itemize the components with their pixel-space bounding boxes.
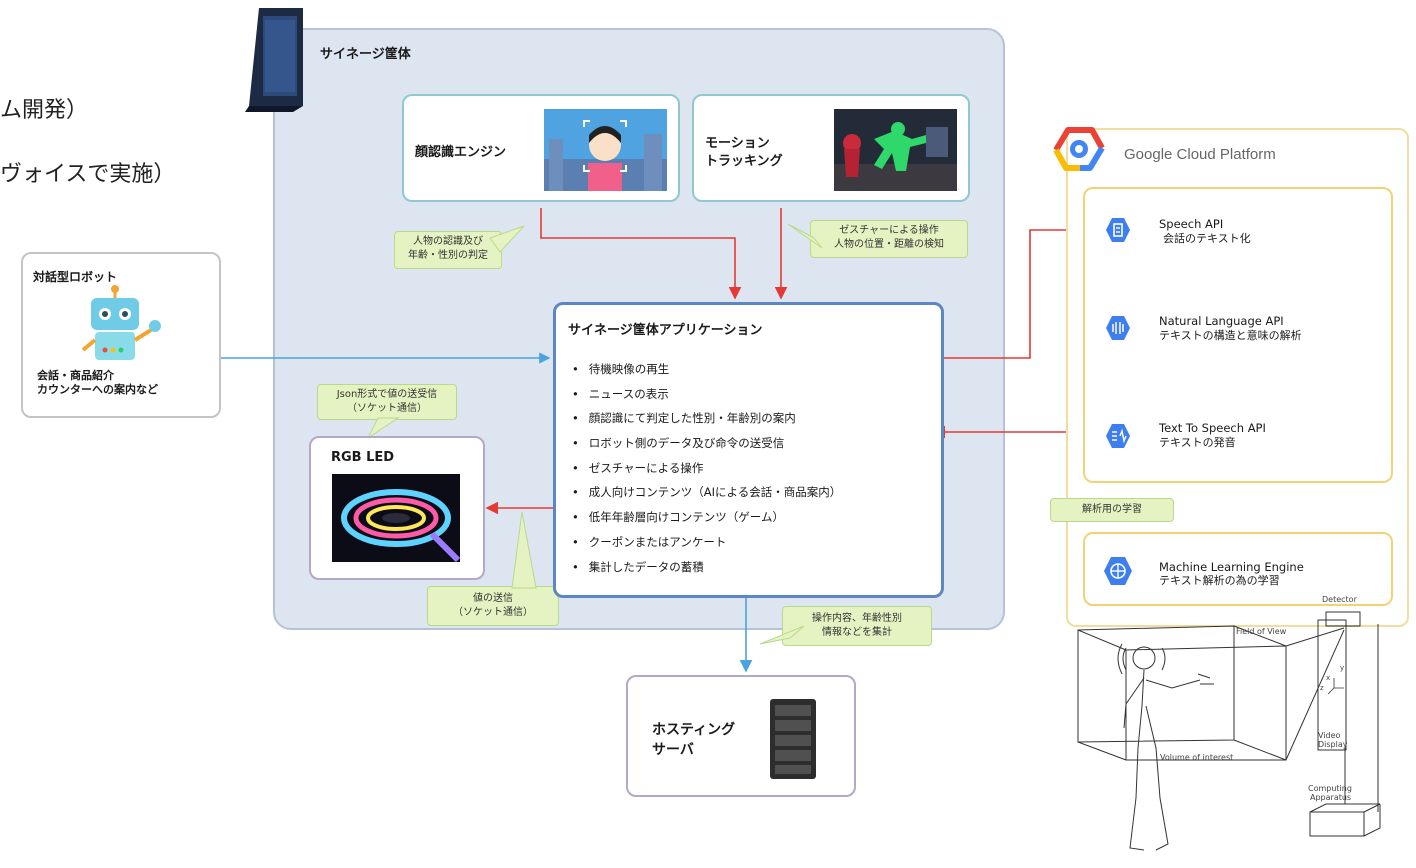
robot-desc-1: 会話・商品紹介 — [37, 369, 114, 382]
detector-label: Detector — [1322, 595, 1358, 604]
signage-app-box: サイネージ筐体アプリケーション 待機映像の再生 ニュースの表示 顔認識にて判定し… — [553, 302, 944, 598]
motion-tracking-box: モーション トラッキング — [692, 94, 970, 202]
natural-language-desc: テキストの構造と意味の解析 — [1159, 329, 1302, 342]
motion-tracking-label-1: モーション — [705, 136, 770, 151]
robot-box: 対話型ロボット 会話・商品紹介 カウンターへの案内など — [21, 252, 221, 418]
feature-item: 成人向けコンテンツ（AIによる会話・商品案内） — [572, 480, 841, 505]
ml-engine-group: Machine Learning Engine テキスト解析の為の学習 — [1083, 532, 1393, 606]
feature-item: ゼスチャーによる操作 — [572, 456, 841, 481]
axis-x-label: x — [1326, 674, 1330, 682]
feature-item: ニュースの表示 — [572, 382, 841, 407]
led-strip-image — [332, 474, 460, 562]
tts-api-name: Text To Speech API — [1159, 421, 1266, 435]
natural-language-icon — [1106, 316, 1130, 340]
signage-device-icon — [245, 8, 303, 112]
server-bubble-line-2: 情報などを集計 — [822, 627, 892, 638]
left-fragment-1: ム開発） — [0, 98, 89, 123]
gesture-bubble: ゼスチャーによる操作 人物の位置・距離の検知 — [810, 220, 968, 258]
axis-z-label: z — [1320, 684, 1324, 692]
field-of-view-label: Field of View — [1236, 627, 1287, 636]
face-bubble-line-2: 年齢・性別の判定 — [408, 250, 488, 261]
feature-item: 低年年齢層向けコンテンツ（ゲーム） — [572, 505, 841, 530]
feature-item: 待機映像の再生 — [572, 357, 841, 382]
led-bottom-bubble-line-2: （ソケット通信） — [453, 607, 533, 618]
server-bubble-line-1: 操作内容、年齢性別 — [812, 613, 902, 624]
learning-label: 解析用の学習 — [1050, 498, 1174, 522]
robot-desc-2: カウンターへの案内など — [37, 383, 158, 396]
led-top-bubble-line-1: Json形式で値の送受信 — [336, 389, 438, 400]
feature-item: 集計したデータの蓄積 — [572, 555, 841, 580]
led-top-bubble: Json形式で値の送受信 （ソケット通信） — [317, 384, 457, 420]
gesture-bubble-line-2: 人物の位置・距離の検知 — [834, 239, 944, 250]
ml-engine-desc: テキスト解析の為の学習 — [1159, 574, 1280, 587]
gcp-logo-icon — [1053, 127, 1105, 171]
server-bubble: 操作内容、年齢性別 情報などを集計 — [782, 606, 932, 646]
gcp-logo-text: Google Cloud Platform — [1124, 146, 1276, 163]
hosting-server-box: ホスティング サーバ — [626, 675, 856, 797]
server-rack-icon — [770, 699, 816, 779]
gcp-api-group: Speech API 会話のテキスト化 Natural Language API… — [1083, 187, 1393, 483]
app-title: サイネージ筐体アプリケーション — [568, 323, 763, 338]
natural-language-name: Natural Language API — [1159, 314, 1284, 328]
axis-y-label: y — [1340, 664, 1344, 672]
left-fragment-2: ヴォイスで実施） — [0, 162, 176, 187]
gesture-bubble-line-1: ゼスチャーによる操作 — [839, 225, 939, 236]
motion-tracking-label-2: トラッキング — [705, 154, 783, 169]
led-top-bubble-line-2: （ソケット通信） — [347, 403, 427, 414]
motion-capture-image — [834, 109, 957, 191]
face-camera-image — [544, 109, 667, 191]
server-title-1: ホスティング — [652, 722, 736, 738]
robot-icon — [81, 285, 161, 360]
face-engine-box: 顔認識エンジン — [402, 94, 680, 202]
led-bottom-bubble-line-1: 値の送信 — [473, 593, 513, 604]
speech-api-name: Speech API — [1159, 217, 1224, 231]
signage-title: サイネージ筐体 — [320, 47, 411, 62]
tts-api-desc: テキストの発音 — [1159, 436, 1236, 449]
rgb-led-box: RGB LED — [309, 436, 485, 580]
feature-item: ロボット側のデータ及び命令の送受信 — [572, 431, 841, 456]
volume-label: Volume of interest — [1160, 753, 1233, 762]
speech-api-desc: 会話のテキスト化 — [1163, 232, 1251, 245]
video-display-label-1: Video — [1318, 731, 1341, 740]
led-bottom-bubble: 値の送信 （ソケット通信） — [427, 586, 559, 626]
robot-title: 対話型ロボット — [33, 270, 118, 284]
face-bubble: 人物の認識及び 年齢・性別の判定 — [394, 231, 502, 269]
face-engine-label: 顔認識エンジン — [415, 145, 507, 160]
feature-list: 待機映像の再生 ニュースの表示 顔認識にて判定した性別・年齢別の案内 ロボット側… — [572, 357, 841, 579]
server-title-2: サーバ — [652, 742, 694, 758]
feature-item: クーポンまたはアンケート — [572, 530, 841, 555]
computing-label-1: Computing — [1308, 784, 1352, 793]
video-display-label-2: Display — [1318, 740, 1348, 749]
speech-api-icon — [1106, 218, 1130, 242]
ml-engine-name: Machine Learning Engine — [1159, 560, 1304, 574]
ml-engine-icon — [1104, 557, 1132, 585]
led-title: RGB LED — [331, 450, 395, 465]
text-to-speech-icon — [1106, 424, 1130, 448]
feature-item: 顔認識にて判定した性別・年齢別の案内 — [572, 406, 841, 431]
computing-label-2: Apparatus — [1310, 793, 1351, 802]
face-bubble-line-1: 人物の認識及び — [413, 236, 483, 247]
gesture-patent-illustration: Detector Field of View Video Display Vol… — [1077, 595, 1381, 851]
